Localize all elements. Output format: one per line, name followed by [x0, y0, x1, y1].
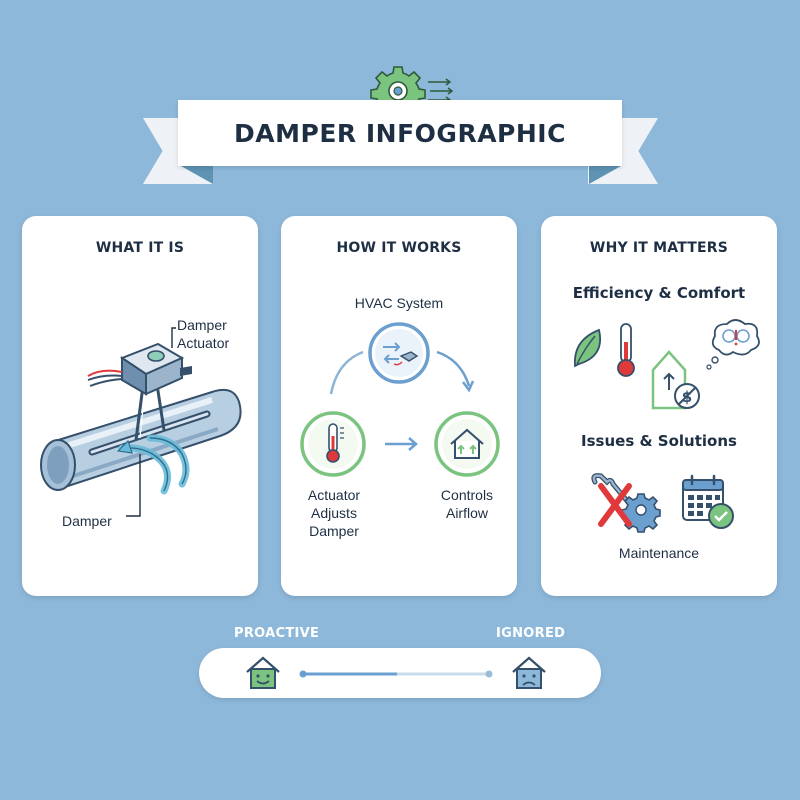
- broken-tools-icon: [591, 473, 661, 533]
- duct-damper-illustration: [40, 327, 242, 517]
- card-heading: HOW IT WORKS: [336, 240, 462, 256]
- controls-airflow-label: Controls Airflow: [440, 487, 494, 521]
- card-what-it-is: WHAT IT IS: [22, 216, 258, 596]
- proactive-label: PROACTIVE: [234, 626, 320, 641]
- damper-label: Damper: [62, 513, 112, 529]
- card-heading: WHAT IT IS: [95, 240, 185, 256]
- issues-solutions-heading: Issues & Solutions: [581, 432, 737, 450]
- page-title: DAMPER INFOGRAPHIC: [234, 118, 566, 148]
- card-heading: WHY IT MATTERS: [589, 240, 729, 256]
- calendar-check-icon: [682, 474, 734, 529]
- process-cycle-diagram: [300, 322, 500, 477]
- thermometer-icon: [617, 323, 635, 377]
- card-why-it-matters: WHY IT MATTERS Efficiency & Comfort $ Is…: [541, 216, 777, 596]
- leaf-icon: [574, 328, 601, 368]
- sad-house-icon: [512, 656, 546, 689]
- maintenance-label: Maintenance: [618, 545, 700, 561]
- brain-thought-icon: [706, 319, 760, 370]
- title-banner: DAMPER INFOGRAPHIC: [178, 100, 622, 166]
- card-how-it-works: HOW IT WORKS HVAC System Actuator Adjust…: [281, 216, 517, 596]
- hvac-system-label: HVAC System: [354, 295, 444, 311]
- efficiency-comfort-heading: Efficiency & Comfort: [572, 284, 746, 302]
- energy-savings-house-icon: $: [651, 350, 700, 410]
- actuator-adjusts-label: Actuator Adjusts Damper: [307, 487, 361, 539]
- actuator-label: Damper Actuator: [177, 317, 230, 351]
- scale-slider-line: [299, 670, 493, 678]
- ignored-label: IGNORED: [496, 626, 566, 641]
- happy-house-icon: [246, 656, 280, 689]
- proactive-ignored-scale: [199, 648, 601, 698]
